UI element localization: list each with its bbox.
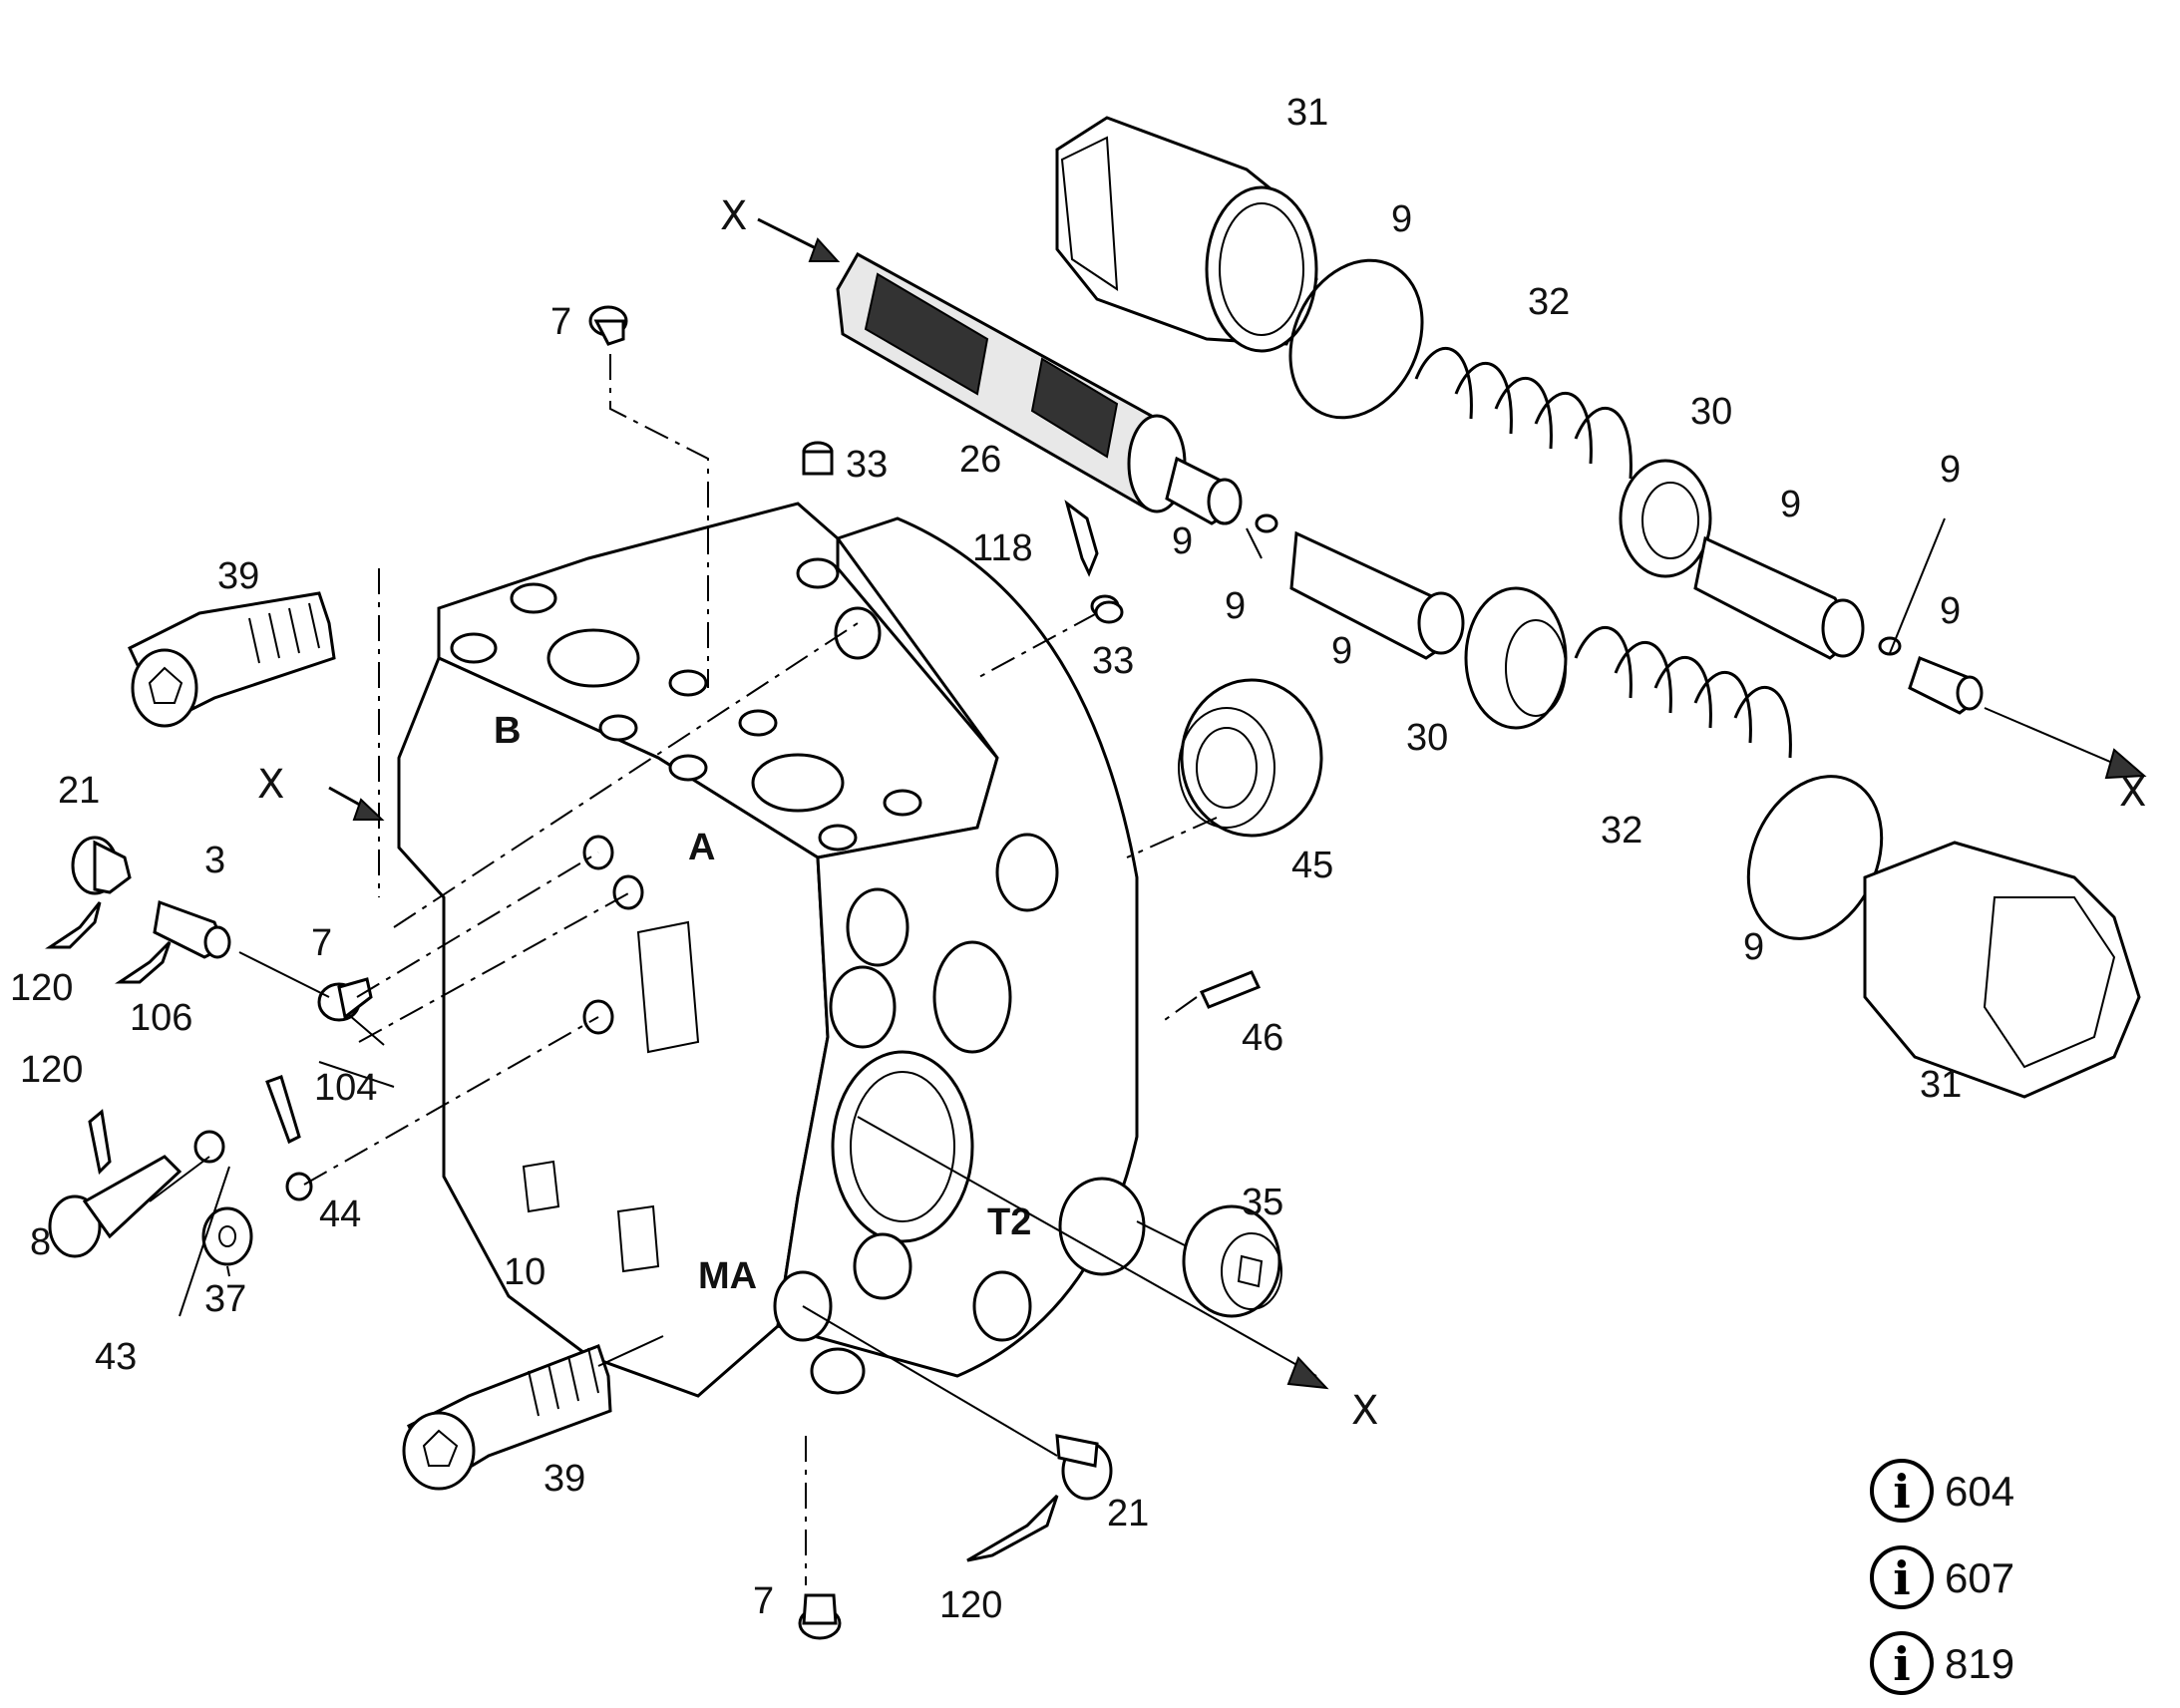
plug-33-top [802,441,834,476]
part-43 [193,1130,225,1164]
cap-nut-31-top [1055,116,1318,353]
callout-37: 37 [204,1278,246,1320]
info-ref-2[interactable]: i 607 [1870,1545,2014,1609]
info-icon-glyph: i [1893,1465,1910,1519]
callout-120-left-mid: 120 [20,1049,83,1091]
info-ref-number: 607 [1945,1554,2014,1601]
callout-32-top: 32 [1528,281,1570,323]
screw-7-top [588,305,628,346]
info-icon [1870,1545,1934,1609]
port-t2-label: T2 [987,1201,1031,1243]
callout-44: 44 [319,1194,361,1235]
callout-39-top: 39 [217,555,259,597]
info-ref-1[interactable]: i 604 [1870,1459,2014,1523]
screw-7-bottom [798,1593,842,1640]
plug-21-left [71,836,132,895]
callout-9-ring-top: 9 [1391,198,1412,240]
sealant-tube-120-c [265,1075,301,1145]
callout-31-top: 31 [1286,92,1328,134]
pin-9-center [1255,513,1278,533]
callout-7-top: 7 [550,301,571,343]
plug-35 [1182,1204,1282,1318]
callout-7-left: 7 [311,922,332,964]
o-ring-9-top [1288,258,1424,420]
callout-10: 10 [504,1251,545,1293]
sealant-tube-120-d [966,1494,1059,1562]
part-37 [201,1206,253,1266]
callout-43: 43 [95,1336,137,1378]
callout-120-bottom: 120 [939,1584,1002,1626]
section-marker-x-top: X [720,193,747,239]
part-8 [48,1155,182,1258]
screw-7-left [317,977,373,1022]
info-icon [1870,1631,1934,1695]
spring-32-top [1414,347,1633,480]
housing [397,502,1146,1398]
sealant-tube-120-b [88,1109,112,1176]
bolt-39-top [128,591,336,728]
callout-9-ring-bottom: 9 [1743,926,1764,968]
callout-9-right-sleeve: 9 [1940,590,1961,632]
callout-31-bottom: 31 [1920,1064,1962,1106]
callout-9-piston-right: 9 [1780,484,1801,525]
port-a-label: A [688,827,715,868]
info-ref-number: 604 [1945,1468,2014,1515]
bolt-39-bottom [402,1344,612,1491]
callout-106: 106 [130,997,192,1039]
callout-9-pin: 9 [1225,585,1246,627]
callout-21-bottom: 21 [1107,1493,1149,1535]
callout-104: 104 [314,1067,377,1109]
callout-46: 46 [1242,1017,1283,1059]
section-marker-x-left: X [257,762,284,808]
callout-45: 45 [1291,845,1333,886]
info-icon-glyph: i [1893,1551,1910,1605]
spring-seat-30-top [1619,459,1712,578]
cap-nut-31-bottom [1863,841,2141,1099]
callout-9-sleeve: 9 [1172,520,1193,562]
info-ref-3[interactable]: i 819 [1870,1631,2014,1695]
spring-seat-30-bottom [1464,586,1568,730]
sealant-tube-106 [115,940,172,984]
port-b-label: B [494,710,521,752]
callout-9-far-right: 9 [1940,449,1961,491]
pin-46 [1199,970,1262,1009]
callout-33-top: 33 [846,444,888,486]
spring-32-bottom [1574,626,1792,759]
callout-39-bottom: 39 [544,1458,585,1500]
part-3 [153,899,231,959]
info-icon [1870,1459,1934,1523]
part-44 [285,1172,313,1201]
plug-21-bottom [1055,1434,1113,1501]
callout-35: 35 [1242,1182,1283,1223]
section-marker-x-right: X [2119,770,2146,816]
plug-33-right [1090,594,1124,624]
callout-26: 26 [959,439,1001,481]
callout-21-left: 21 [58,770,100,812]
callout-118: 118 [972,527,1033,569]
leader-lines [149,217,2147,1585]
callout-33-right: 33 [1092,640,1134,682]
info-icon-glyph: i [1893,1637,1910,1691]
bearing-45 [1178,678,1323,838]
port-ma-label: MA [698,1255,757,1297]
sealant-tube-118 [1064,500,1099,577]
callout-30-bottom: 30 [1406,717,1448,759]
sealant-tube-120-a [45,901,102,949]
callout-7-bottom: 7 [753,1580,774,1622]
callout-8: 8 [30,1221,51,1263]
callout-120-left-top: 120 [10,967,73,1009]
callout-9-piston-center: 9 [1331,630,1352,672]
callout-30-top: 30 [1690,391,1732,433]
section-marker-x-bottom: X [1351,1388,1378,1434]
info-ref-number: 819 [1945,1640,2014,1687]
callout-3: 3 [204,840,225,881]
callout-32-bottom: 32 [1601,810,1642,852]
